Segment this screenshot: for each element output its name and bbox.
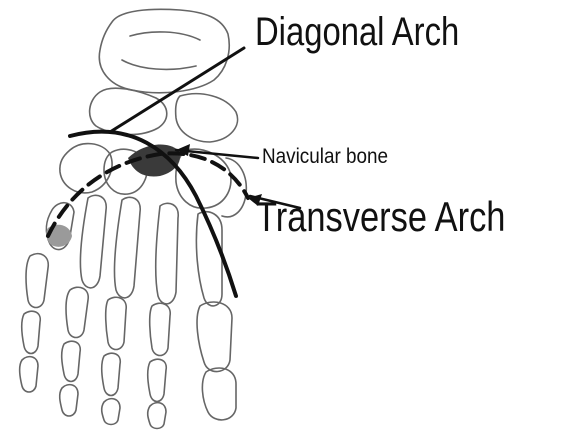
- transverse-arch-label: Transverse Arch: [256, 196, 505, 238]
- navicular-bone-label: Navicular bone: [262, 146, 388, 167]
- metatarsal-3: [114, 197, 140, 298]
- calcaneus-bone: [99, 9, 229, 92]
- metatarsal-2: [80, 195, 106, 288]
- metatarsal-4: [156, 203, 178, 304]
- hallux-distal: [202, 368, 236, 420]
- diagonal-arch-label: Diagonal Arch: [255, 12, 459, 52]
- hallux-proximal: [197, 302, 232, 372]
- talus-bone: [90, 88, 167, 134]
